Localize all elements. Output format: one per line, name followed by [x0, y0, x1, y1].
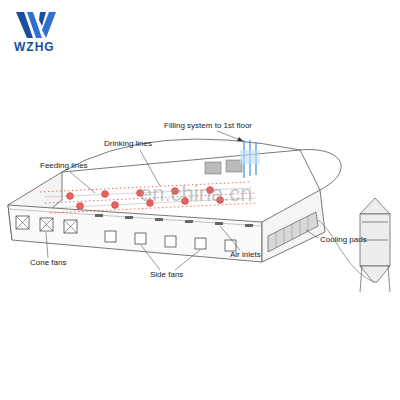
leader-lines [46, 131, 318, 270]
logo-text: WZHG [14, 41, 55, 54]
logo-mark [16, 12, 56, 38]
leader-line [217, 131, 243, 141]
side-fan [165, 236, 176, 247]
side-fans [105, 231, 236, 251]
silo-leg [388, 266, 390, 292]
drinking-lines [40, 182, 258, 213]
leader-line [46, 232, 48, 258]
callout-label: Feeding lines [40, 162, 88, 171]
wall-window [226, 160, 242, 172]
cone-fan [64, 220, 77, 233]
pad-rib [300, 220, 301, 235]
callout-label: Air inlets [230, 251, 261, 260]
silo-cone [360, 266, 390, 282]
callout-label: Drinking lines [104, 140, 152, 149]
side-fan [225, 240, 236, 251]
cone-fans [16, 216, 77, 233]
cooling-pad-ribs [276, 216, 308, 248]
air-inlet [215, 222, 223, 225]
feed-pipe [318, 220, 374, 282]
feeder-pan [77, 203, 84, 210]
side-fan [195, 238, 206, 249]
side-fan [135, 233, 146, 244]
arrow-head [237, 137, 243, 141]
logo-stroke [42, 12, 56, 38]
pad-rib [292, 224, 293, 240]
back-wall [62, 150, 300, 172]
silo-roof [360, 198, 390, 214]
fan-cross [16, 216, 29, 229]
cone-fan [40, 218, 53, 231]
watermark: en.china.cn [140, 182, 253, 206]
fan-cross [40, 218, 53, 231]
callout-label: Cone fans [30, 259, 66, 268]
air-inlet [185, 220, 193, 223]
fan-cross [64, 220, 77, 233]
fill-hopper [240, 150, 260, 164]
air-inlet [245, 224, 253, 227]
fan-crosses [16, 216, 77, 233]
pad-rib [276, 232, 277, 248]
end-wall [262, 190, 325, 262]
callout-label: Side fans [150, 271, 183, 280]
leader-line [175, 250, 200, 270]
air-inlet [95, 214, 103, 217]
feed-silo [360, 198, 390, 292]
leader-line [70, 172, 95, 193]
air-inlets [95, 214, 253, 227]
pad-rib [308, 216, 309, 231]
callout-label: Filling system to 1st floor [164, 122, 252, 131]
cooling-pad [268, 212, 318, 252]
feeder-pan [102, 191, 109, 198]
pad-rib [284, 228, 285, 244]
leader-line [141, 245, 160, 270]
fan-cross [40, 218, 53, 231]
leader-line [140, 150, 160, 186]
silo-ring [362, 222, 388, 223]
back-wall [300, 150, 320, 190]
fan-cross [64, 220, 77, 233]
cone-fan [16, 216, 29, 229]
air-inlet [155, 218, 163, 221]
side-fan [105, 231, 116, 242]
wall-window [205, 162, 221, 174]
callout-label: Cooling pads [320, 236, 367, 245]
fan-cross [16, 216, 29, 229]
leader-line [220, 226, 240, 250]
feeder-pan [67, 193, 74, 200]
air-inlet [125, 216, 133, 219]
front-wall [8, 205, 262, 262]
leader-line [306, 230, 318, 238]
silo-leg [360, 266, 362, 292]
feeder-pan [112, 202, 119, 209]
